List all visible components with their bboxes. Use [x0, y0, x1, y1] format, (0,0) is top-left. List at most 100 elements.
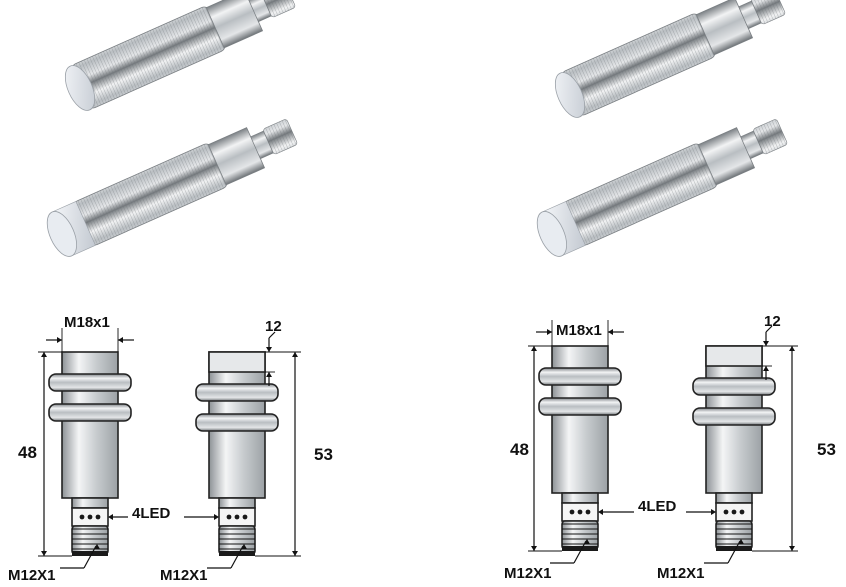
arrowhead-icon	[763, 366, 769, 371]
arrowhead-icon	[531, 346, 537, 351]
left-thread-label: M18x1	[64, 314, 110, 331]
led-dot	[723, 509, 729, 515]
right-thread-label: M18x1	[556, 322, 602, 339]
connector-base	[219, 551, 255, 556]
sensor-photo-icon	[46, 119, 298, 257]
arrowhead-icon	[266, 347, 272, 352]
led-dot	[234, 514, 240, 520]
arrowhead-icon	[547, 329, 552, 335]
arrowhead-icon	[531, 546, 537, 551]
sensor-drawing-icon	[692, 345, 776, 551]
led-dot	[585, 509, 591, 515]
left-length-48-label: 48	[18, 443, 37, 462]
arrowhead-icon	[738, 539, 744, 544]
right-protrusion-label: 12	[764, 313, 781, 330]
sensor-photo-icon	[536, 119, 788, 257]
sensor-face	[46, 211, 77, 257]
arrowhead-icon	[292, 551, 298, 556]
arrowhead-icon	[584, 539, 590, 544]
arrowhead-icon	[118, 337, 123, 343]
lock-nut	[692, 377, 776, 396]
arrowhead-icon	[108, 514, 113, 520]
sensor-connector	[753, 119, 788, 155]
led-dot	[95, 514, 101, 520]
right-length-53-label: 53	[817, 440, 836, 459]
right-connector-label-b: M12X1	[657, 565, 705, 582]
arrowhead-icon	[41, 551, 47, 556]
sensor-drawing-icon	[48, 351, 132, 556]
connector-thread	[218, 525, 256, 555]
left-protrusion-label: 12	[265, 318, 282, 335]
connector-thread	[71, 525, 109, 555]
sensor-drawing-icon	[195, 351, 279, 556]
leader-line	[573, 540, 587, 564]
sensor-barrel	[73, 143, 228, 246]
arrowhead-icon	[57, 337, 62, 343]
led-dot	[242, 514, 248, 520]
led-dot	[87, 514, 93, 520]
connector-thread	[715, 520, 753, 550]
sensor-face	[554, 72, 586, 118]
sensor-face	[64, 65, 96, 111]
right-dimension-drawing	[528, 320, 798, 564]
leader-line	[230, 545, 244, 569]
sensor-connector	[751, 0, 786, 25]
arrowhead-icon	[94, 544, 100, 549]
arrowhead-icon	[608, 329, 613, 335]
lock-nut	[538, 367, 622, 386]
sensor-shoulder	[71, 497, 109, 509]
lock-nut	[692, 407, 776, 426]
arrowhead-icon	[214, 514, 219, 520]
arrowhead-icon	[241, 544, 247, 549]
left-dimension-drawing	[38, 328, 301, 569]
led-dot	[79, 514, 85, 520]
sensor-connector	[261, 0, 296, 18]
leader-line	[83, 545, 97, 569]
sensor-cap	[208, 351, 266, 373]
arrowhead-icon	[292, 352, 298, 357]
sensor-face	[536, 211, 567, 257]
arrowhead-icon	[711, 509, 716, 515]
sensor-connector	[263, 119, 298, 155]
connector-thread	[561, 520, 599, 550]
led-dot	[577, 509, 583, 515]
leader-line	[727, 540, 741, 564]
connector-base	[716, 546, 752, 551]
sensor-shoulder	[715, 492, 753, 504]
led-dot	[569, 509, 575, 515]
arrowhead-icon	[598, 509, 603, 515]
led-dot	[226, 514, 232, 520]
arrowhead-icon	[789, 346, 795, 351]
left-length-53-label: 53	[314, 445, 333, 464]
lock-nut	[48, 403, 132, 422]
connector-base	[562, 546, 598, 551]
sensor-photo-icon	[64, 0, 296, 111]
sensor-photo-icon	[554, 0, 786, 118]
dimension-line	[268, 331, 276, 339]
sensor-cap	[705, 345, 763, 367]
left-connector-label-a: M12X1	[8, 567, 56, 584]
arrowhead-icon	[41, 352, 47, 357]
arrowhead-icon	[266, 372, 272, 377]
lock-nut	[48, 373, 132, 392]
right-length-48-label: 48	[510, 440, 529, 459]
right-led-label: 4LED	[638, 498, 677, 515]
connector-base	[72, 551, 108, 556]
sensor-shoulder	[561, 492, 599, 504]
left-connector-label-b: M12X1	[160, 567, 208, 584]
sensor-barrel	[563, 143, 718, 246]
sensor-photos	[46, 0, 788, 257]
right-connector-label-a: M12X1	[504, 565, 552, 582]
sensor-drawing-icon	[538, 345, 622, 551]
lock-nut	[538, 397, 622, 416]
led-dot	[731, 509, 737, 515]
arrowhead-icon	[763, 341, 769, 346]
arrowhead-icon	[789, 546, 795, 551]
lock-nut	[195, 413, 279, 432]
sensor-shoulder	[218, 497, 256, 509]
led-dot	[739, 509, 745, 515]
dimension-line	[765, 325, 773, 333]
lock-nut	[195, 383, 279, 402]
left-led-label: 4LED	[132, 505, 171, 522]
